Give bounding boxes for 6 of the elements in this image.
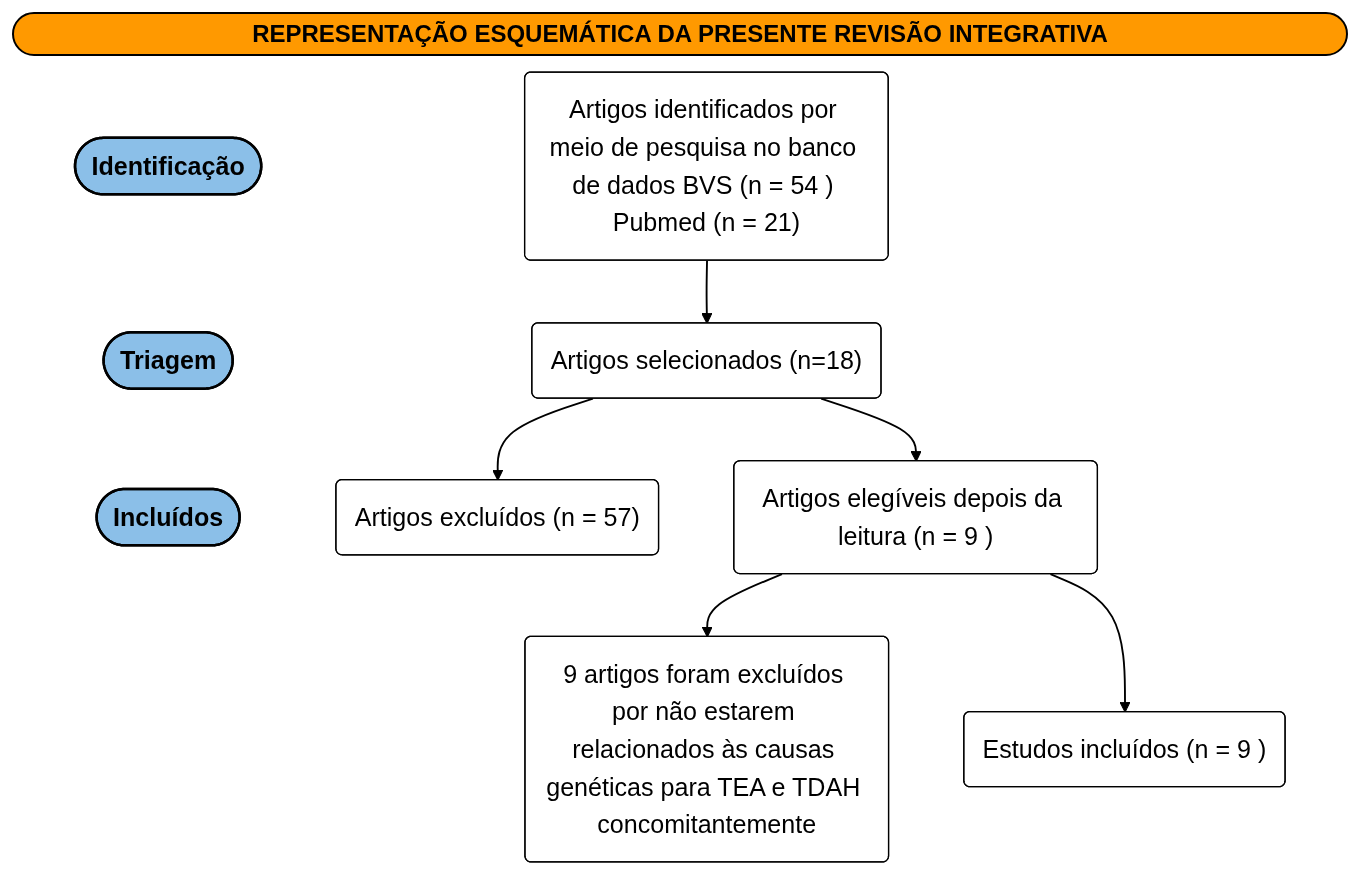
title-banner: REPRESENTAÇÃO ESQUEMÁTICA DA PRESENTE REVISÃO INTEGRATIVA <box>12 12 1348 56</box>
arrow <box>701 259 713 324</box>
arrow <box>820 397 922 462</box>
arrow <box>492 397 594 481</box>
arrow <box>1049 573 1131 713</box>
arrow <box>701 573 783 638</box>
